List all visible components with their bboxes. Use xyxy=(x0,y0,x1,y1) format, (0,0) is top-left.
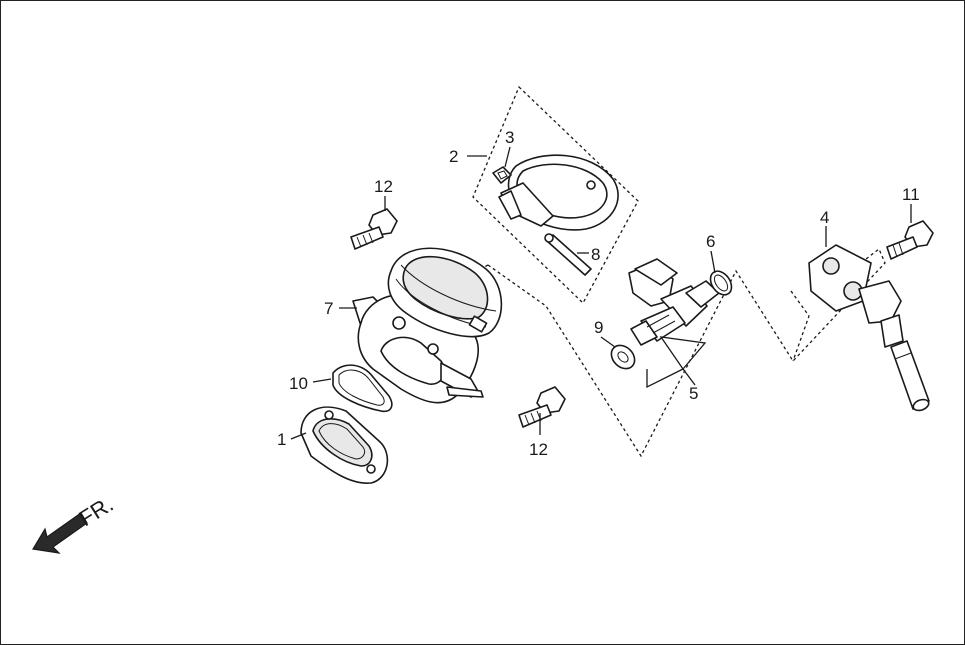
part-2-clamp xyxy=(498,154,619,231)
callout-8: 8 xyxy=(591,245,600,264)
part-3-nut xyxy=(492,166,512,184)
part-9-washer xyxy=(610,344,636,370)
leader-9 xyxy=(600,336,616,348)
part-10-gasket xyxy=(332,364,393,413)
front-direction-arrow: FR. xyxy=(32,491,118,554)
part-12-bolt-upper xyxy=(350,208,398,250)
callout-10: 10 xyxy=(289,374,308,393)
group-outline-clamp xyxy=(472,85,639,305)
part-5-injector xyxy=(628,258,720,346)
callout-7: 7 xyxy=(324,299,333,318)
part-1-insulator xyxy=(300,406,389,484)
callout-12-lower: 12 xyxy=(529,440,548,459)
group-outline-rail xyxy=(790,290,810,362)
callout-9: 9 xyxy=(594,318,603,337)
part-6-oring xyxy=(709,270,733,296)
leader-10 xyxy=(312,378,332,383)
part-8-pin xyxy=(544,233,592,276)
front-arrow-icon xyxy=(32,512,88,554)
callout-11: 11 xyxy=(902,185,920,204)
callout-5: 5 xyxy=(689,384,698,403)
callout-3: 3 xyxy=(505,128,514,147)
part-4-fuel-joint xyxy=(808,244,930,412)
callout-2: 2 xyxy=(449,147,458,166)
callout-1: 1 xyxy=(277,430,286,449)
part-12-bolt-lower xyxy=(518,386,566,428)
group-outline-injector xyxy=(487,247,886,458)
leader-3 xyxy=(504,146,511,168)
leader-6 xyxy=(710,250,716,274)
part-11-bolt xyxy=(886,220,934,260)
callout-6: 6 xyxy=(706,232,715,251)
leader-1 xyxy=(290,432,307,440)
callout-12-upper: 12 xyxy=(374,177,393,196)
leader-5 xyxy=(646,336,707,389)
callout-4: 4 xyxy=(820,208,829,227)
part-7-throttle-body xyxy=(352,247,503,404)
